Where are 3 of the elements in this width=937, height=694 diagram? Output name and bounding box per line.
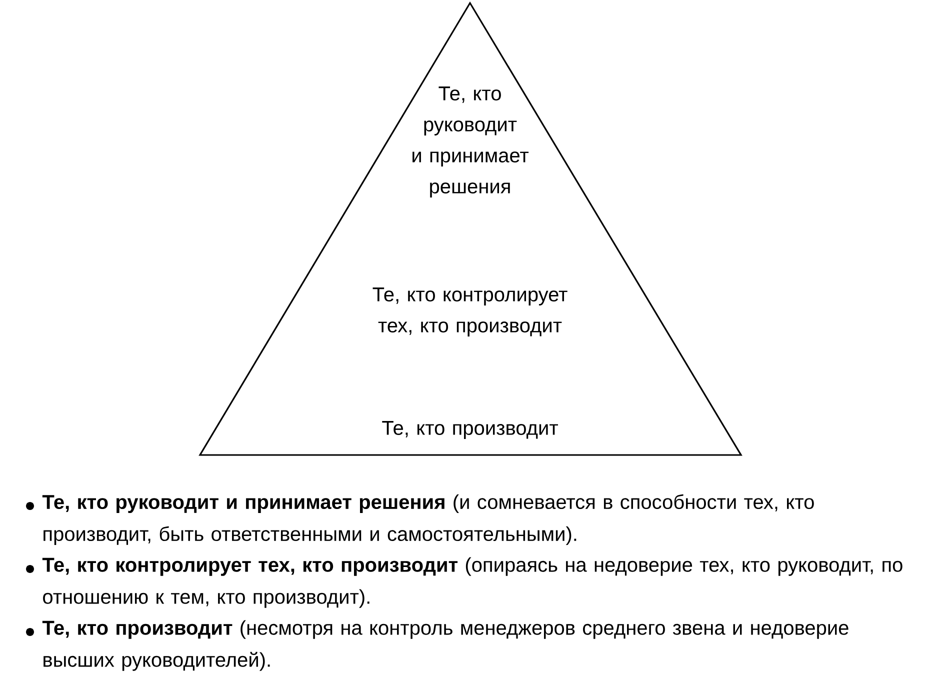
bullet-item: Те, кто контролирует тех, кто производит (опираясь на недоверие тех, кто руководит, по отношению к тем, кто производит). — [26, 557, 902, 608]
bullet-item: Те, кто руководит и принимает решения (и сомневается в способности тех, кто производит, быть ответственными и самостоятельными). — [26, 494, 814, 546]
bullet-item: Те, кто производит (несмотря на контроль менеджеров среднего звена и недоверие высших руководителей). — [26, 620, 848, 671]
